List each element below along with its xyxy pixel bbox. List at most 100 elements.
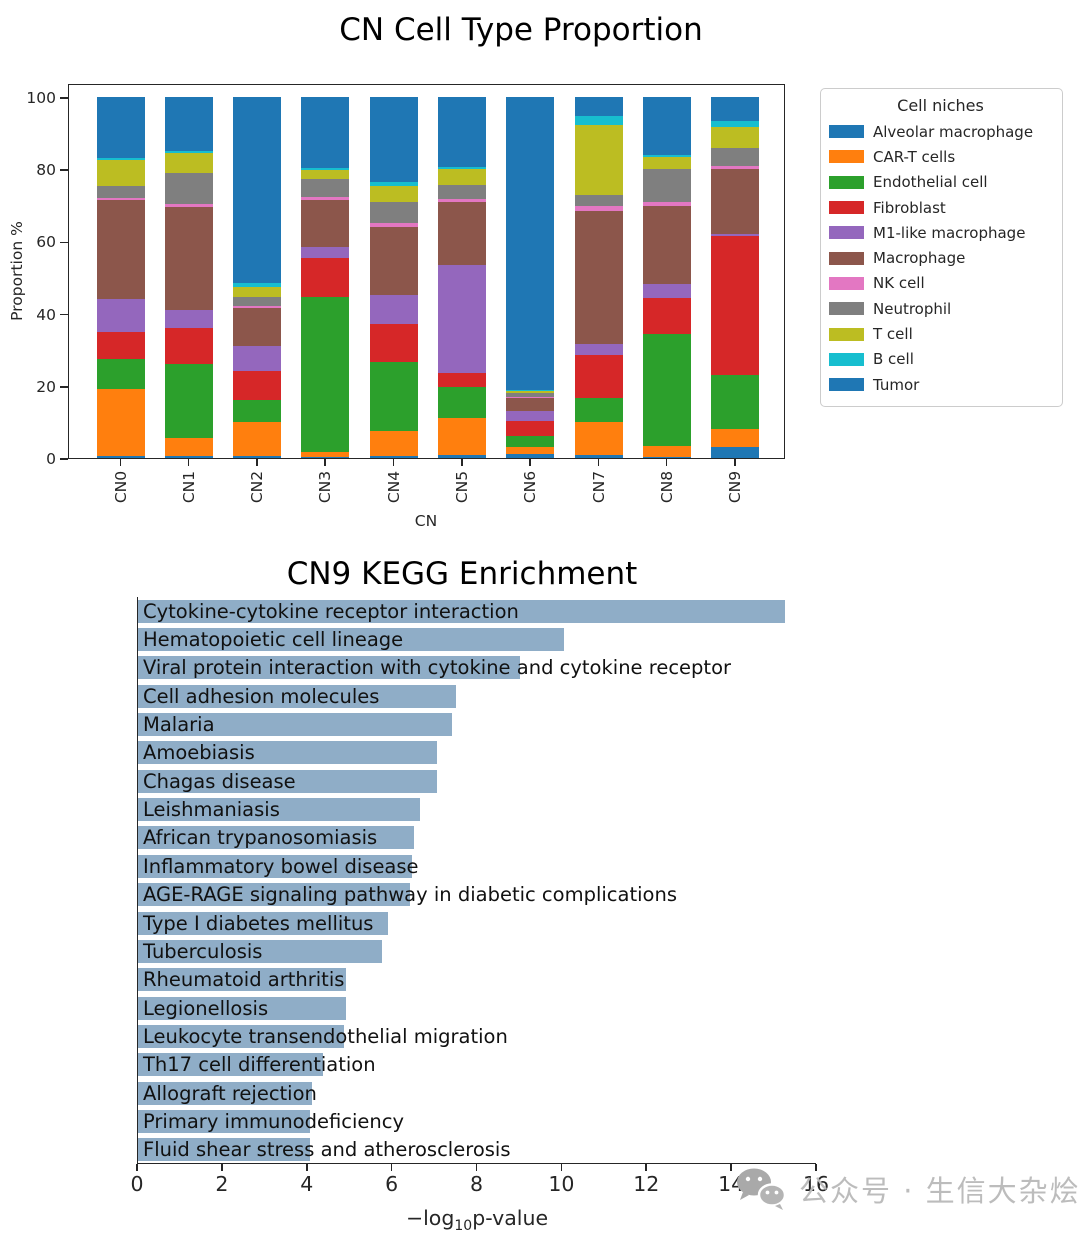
x-tick-mark [529,459,531,466]
legend-swatch [829,302,864,316]
bar-segment-car-t-cells [711,429,760,448]
bar-segment-car-t-cells [438,417,486,456]
kegg-bar-row: Fluid shear stress and atherosclerosis [138,1138,817,1162]
kegg-bar [138,656,520,680]
bar-segment-m1-like-macrophage [301,246,350,258]
bar-segment-m1-like-macrophage [574,344,623,356]
legend-item-label: M1-like macrophage [873,223,1026,242]
kegg-pathway-label: Fluid shear stress and atherosclerosis [143,1138,511,1162]
wechat-icon [737,1168,787,1210]
bar-segment-neutrophil [574,195,623,207]
legend-item: Endothelial cell [829,170,1052,195]
bar-segment-m1-like-macrophage [506,411,555,422]
bar-segment-endothelial-cell [164,364,213,439]
bar-segment-m1-like-macrophage [233,346,282,372]
bar-segment-macrophage [96,199,145,300]
y-tick-label: 100 [26,89,56,107]
legend-item: Macrophage [829,245,1052,270]
kegg-x-tick-mark [560,1164,563,1171]
bar-segment-tumor [506,97,555,391]
bar-segment-b-cell [506,390,555,392]
bar-segment-endothelial-cell [369,362,418,431]
legend-swatch [829,276,864,290]
kegg-x-tick-mark [305,1164,308,1171]
kegg-x-tick-label: 2 [215,1172,229,1196]
legend-swatch [829,175,864,189]
kegg-x-tick-label: 10 [548,1172,575,1196]
kegg-x-tick-mark [645,1164,648,1171]
kegg-x-tick-mark [221,1164,223,1171]
bar-segment-alveolar-macrophage [506,454,555,458]
bar-segment-fibroblast [642,298,691,335]
kegg-bar [138,826,414,850]
bar-segment-macrophage [369,227,418,295]
bar-segment-car-t-cells [574,421,623,455]
bar-segment-m1-like-macrophage [164,310,213,329]
x-tick-mark [324,459,326,466]
legend-item-label: B cell [873,350,914,369]
bar-segment-nk-cell [642,201,691,207]
bar-segment-neutrophil [301,179,350,198]
x-tick-mark [392,459,395,466]
y-tick-mark [60,313,68,316]
bar-segment-t-cell [642,156,691,170]
x-tick-label: CN7 [589,470,608,504]
kegg-bar [138,911,389,935]
kegg-bar-row: Tuberculosis [138,939,817,963]
bar-segment-m1-like-macrophage [369,294,418,324]
bar-segment-tumor [438,97,486,168]
bar-segment-fibroblast [164,328,213,365]
bar-segment-car-t-cells [96,389,145,457]
kegg-bar [138,939,383,963]
bar-segment-endothelial-cell [506,435,555,448]
x-tick-mark [665,459,668,466]
kegg-pathway-label: Inflammatory bowel disease [143,854,419,878]
y-tick-label: 60 [36,233,56,252]
y-tick-mark [60,241,68,244]
legend-item: M1-like macrophage [829,220,1052,245]
kegg-pathway-label: Allograft rejection [143,1081,317,1105]
bar-segment-endothelial-cell [96,358,145,390]
bar-segment-fibroblast [711,236,760,375]
bar-segment-tumor [164,97,213,152]
bar-segment-neutrophil [711,148,760,166]
kegg-pathway-label: Th17 cell differentiation [143,1053,376,1077]
kegg-bar-row: Leishmaniasis [138,798,817,822]
x-tick-label: CN5 [453,470,471,504]
kegg-pathway-label: Legionellosis [143,996,269,1020]
kegg-x-axis-label: −log10p-value [406,1206,548,1234]
bar-segment-neutrophil [96,185,145,199]
bar-segment-endothelial-cell [642,334,691,447]
bar-segment-tumor [369,97,418,182]
legend-item-label: Endothelial cell [873,173,988,192]
bar-segment-b-cell [574,115,623,125]
bar-segment-tumor [233,97,282,283]
bar-segment-t-cell [711,126,760,149]
bar-segment-alveolar-macrophage [711,447,760,458]
legend-item: Tumor [829,372,1052,397]
kegg-bar-row: Th17 cell differentiation [138,1053,817,1077]
kegg-pathway-label: Tuberculosis [143,939,263,963]
legend-item-label: Macrophage [873,249,966,268]
watermark: 公众号 · 生信大杂烩 [733,1166,1080,1212]
bar-segment-fibroblast [574,355,623,399]
stacked-bar-CN3 [301,97,350,458]
kegg-bar [138,684,457,708]
kegg-bar-row: Inflammatory bowel disease [138,854,817,878]
bar-segment-neutrophil [233,297,282,307]
bar-segment-alveolar-macrophage [164,456,213,458]
bar-segment-macrophage [574,210,623,345]
kegg-bar-row: Chagas disease [138,769,817,793]
legend-swatch [829,125,864,139]
bar-segment-t-cell [301,169,350,179]
kegg-bar-row: Cell adhesion molecules [138,684,817,708]
kegg-bar-row: Type I diabetes mellitus [138,911,817,935]
kegg-pathway-label: Leukocyte transendothelial migration [143,1024,508,1048]
legend-title: Cell niches [897,96,984,115]
stacked-bar-CN6 [506,97,555,458]
bar-segment-car-t-cells [301,451,350,457]
kegg-bar [138,798,421,822]
kegg-chart-title: CN9 KEGG Enrichment [286,556,638,592]
bar-segment-neutrophil [369,201,418,224]
